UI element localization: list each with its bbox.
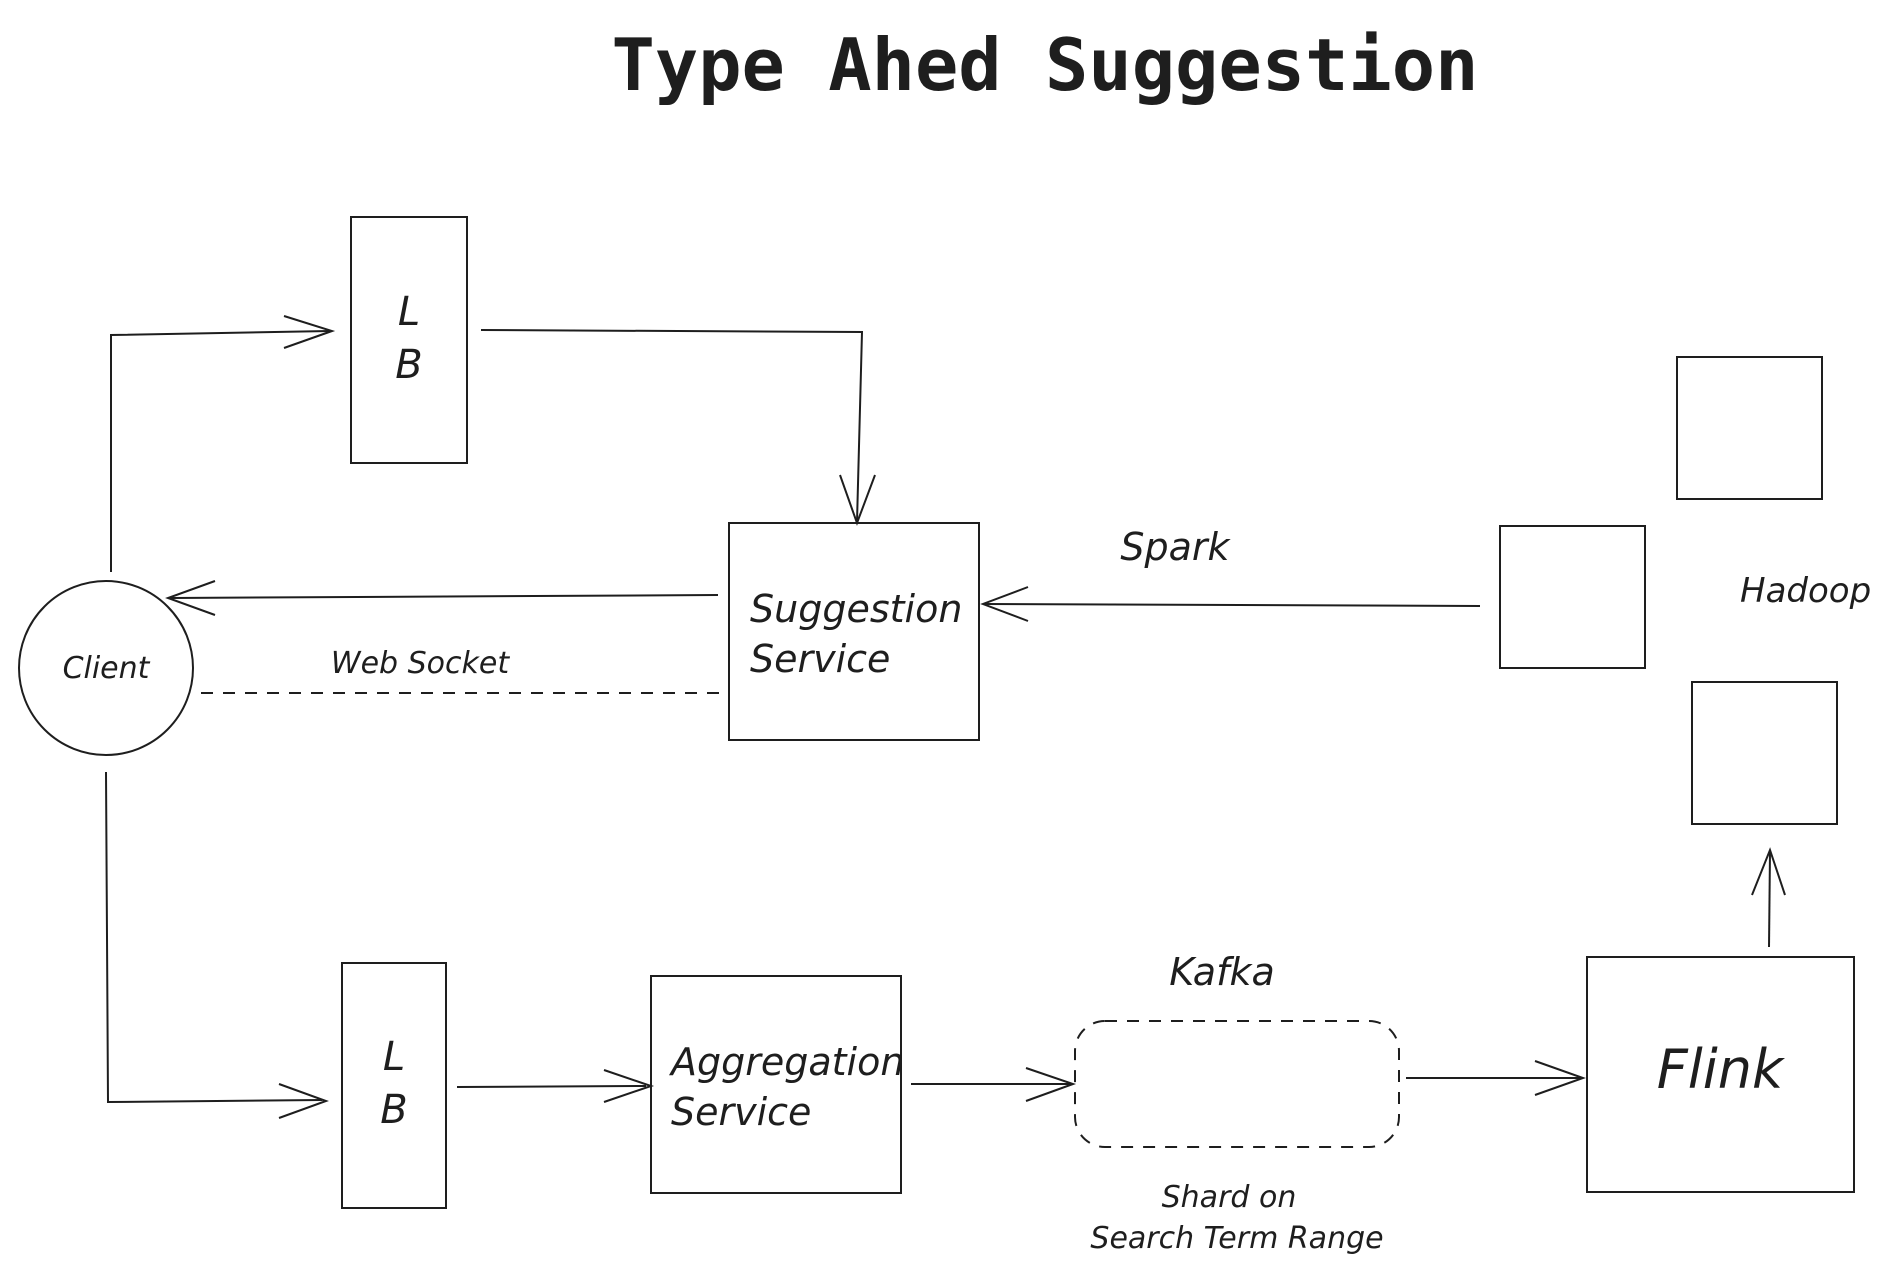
lb-top-label-1: L [398,289,420,335]
lb-top-box [350,216,468,464]
lb-top-label-2: B [395,342,422,388]
hadoop-node-box-bottom [1691,681,1838,825]
flink-node: Flink [1586,956,1855,1193]
hadoop-node-box-left [1499,525,1646,669]
hadoop-cluster: Hadoop [1499,356,1871,825]
spark-label: Spark [1120,525,1231,569]
flink-to-hadoop-arrowhead [1751,847,1786,896]
client-circle [18,580,194,756]
lb-bottom-to-aggregation-line [456,1085,647,1088]
diagram-title: Type Ahed Suggestion [612,23,1479,107]
lb-top-to-suggestion-arrowhead [839,474,876,526]
suggestion-service-box [728,522,980,741]
lb-bottom-box [341,962,447,1209]
suggestion-service-node: Suggestion Service [728,522,980,741]
load-balancer-bottom: L B [341,962,447,1209]
web-socket-label: Web Socket [331,646,510,681]
shard-note-2: Search Term Range [1090,1221,1383,1256]
aggregation-to-kafka-arrowhead [1025,1067,1077,1102]
lb-bottom-to-aggregation-arrowhead [603,1069,655,1103]
kafka-to-flink-arrowhead [1534,1060,1586,1096]
spark-line [984,603,1481,607]
load-balancer-top: L B [350,216,468,464]
suggestion-to-client-arrowhead [165,580,216,616]
kafka-queue-box [1074,1020,1400,1148]
client-to-lb-bottom-arrowhead [278,1083,329,1119]
hadoop-node-box-top [1676,356,1823,500]
suggestion-to-client-line [170,594,719,599]
suggestion-service-label-1: Suggestion [750,587,962,631]
aggregation-service-box [650,975,902,1194]
client-to-lb-top-line [110,330,331,572]
client-label: Client [63,651,151,686]
hadoop-label: Hadoop [1740,571,1871,611]
kafka-node: Kafka Shard on Search Term Range [1074,950,1400,1256]
client-to-lb-bottom-line [105,771,323,1104]
lb-bottom-label-1: L [383,1034,405,1080]
shard-note-1: Shard on [1162,1180,1297,1215]
client-to-lb-top-arrowhead [283,315,336,349]
aggregation-service-label-2: Service [671,1090,811,1134]
flink-to-hadoop-line [1768,851,1771,948]
aggregation-service-label-1: Aggregation [668,1040,904,1084]
kafka-label: Kafka [1169,950,1275,994]
client-node: Client [18,580,194,756]
spark-arrowhead [980,586,1029,622]
flink-box [1586,956,1855,1193]
suggestion-service-label-2: Service [750,637,890,681]
lb-top-to-suggestion-line [480,329,864,523]
lb-bottom-label-2: B [380,1087,407,1133]
aggregation-service-node: Aggregation Service [650,975,904,1194]
flink-label: Flink [1657,1038,1786,1101]
